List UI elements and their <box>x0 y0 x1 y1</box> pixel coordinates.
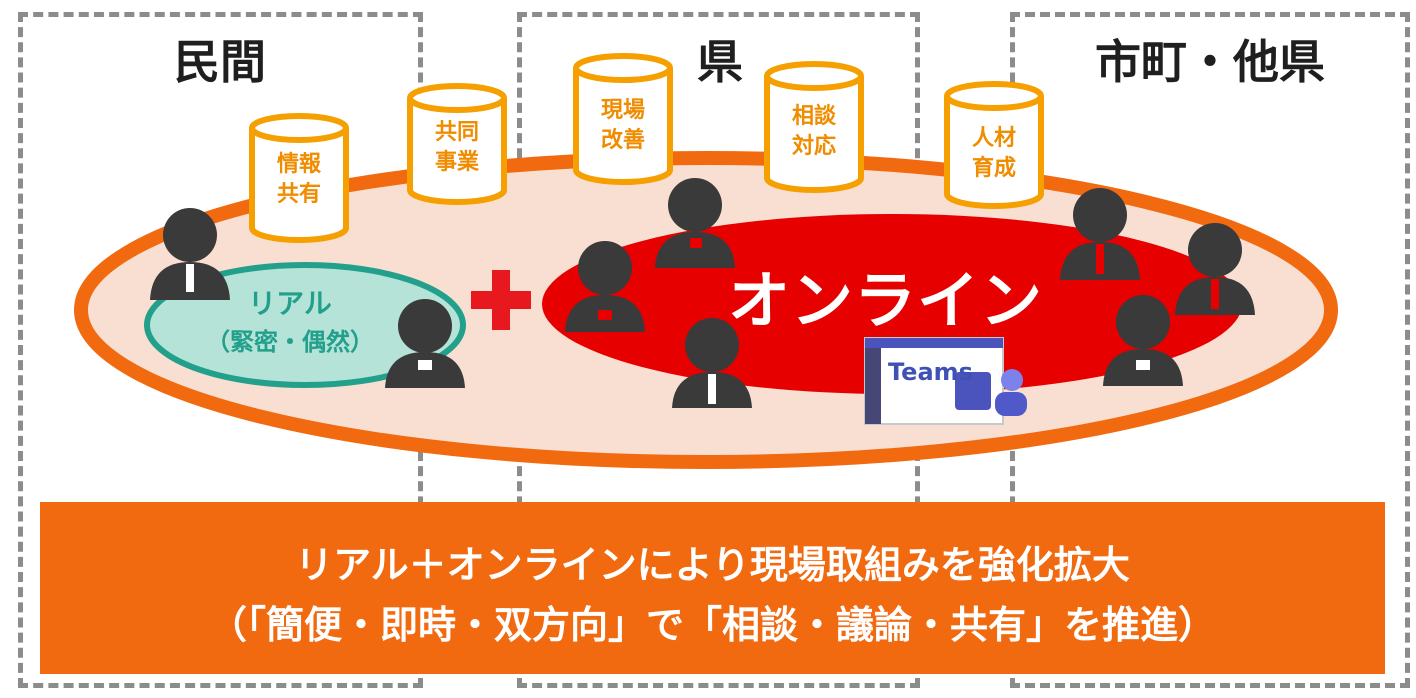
person-icon-5 <box>672 318 752 408</box>
cylinder-label-line: 対応 <box>791 134 836 159</box>
real-label-sub: （緊密・偶然） <box>206 328 374 356</box>
cylinder-hr-development <box>944 81 1044 209</box>
cylinder-label-line: 育成 <box>971 156 1016 181</box>
person-icon-3 <box>565 241 645 332</box>
cylinder-consultation <box>764 61 864 193</box>
cylinder-label-line: 相談 <box>791 104 836 129</box>
person-icon-1 <box>150 208 230 300</box>
banner-line-2: （「簡便・即時・双方向」で「相談・議論・共有」を推進） <box>208 603 1216 647</box>
person-icon-6 <box>1060 188 1140 280</box>
cylinder-site-improvement <box>573 53 673 185</box>
person-icon-8 <box>1103 295 1183 386</box>
cylinder-label-line: 情報 <box>276 152 321 177</box>
cylinder-label-site-improvement: 現場 改善 <box>578 96 668 156</box>
region-title-prefecture: 県 <box>697 35 743 89</box>
person-icon-2 <box>385 299 465 388</box>
cylinder-info-share <box>249 113 349 243</box>
summary-banner: リアル＋オンラインにより現場取組みを強化拡大 （「簡便・即時・双方向」で「相談・… <box>40 502 1385 674</box>
online-label: オンライン <box>728 264 1044 337</box>
real-label: リアル （緊密・偶然） <box>190 282 390 357</box>
region-title-private: 民間 <box>174 35 266 89</box>
cylinder-label-joint-business: 共同 事業 <box>412 118 502 178</box>
cylinder-label-line: 事業 <box>434 150 479 175</box>
plus-icon <box>471 270 531 330</box>
teams-label: Teams <box>888 358 973 386</box>
cylinder-label-line: 共有 <box>276 182 321 207</box>
region-title-municipal: 市町・他県 <box>1095 35 1325 89</box>
banner-line-1: リアル＋オンラインにより現場取組みを強化拡大 <box>295 543 1130 587</box>
cylinder-label-line: 改善 <box>600 128 645 153</box>
cylinder-label-line: 共同 <box>434 120 479 145</box>
cylinder-label-line: 人材 <box>971 126 1016 151</box>
real-label-title: リアル <box>248 287 332 320</box>
cylinder-joint-business <box>407 83 507 205</box>
cylinder-label-info-share: 情報 共有 <box>254 150 344 210</box>
cylinder-label-consultation: 相談 対応 <box>769 102 859 162</box>
person-icon-4 <box>655 178 735 268</box>
teams-icon <box>864 337 1027 425</box>
cylinder-label-line: 現場 <box>600 98 645 123</box>
person-icon-7 <box>1175 223 1255 315</box>
cylinder-label-hr-development: 人材 育成 <box>949 124 1039 184</box>
